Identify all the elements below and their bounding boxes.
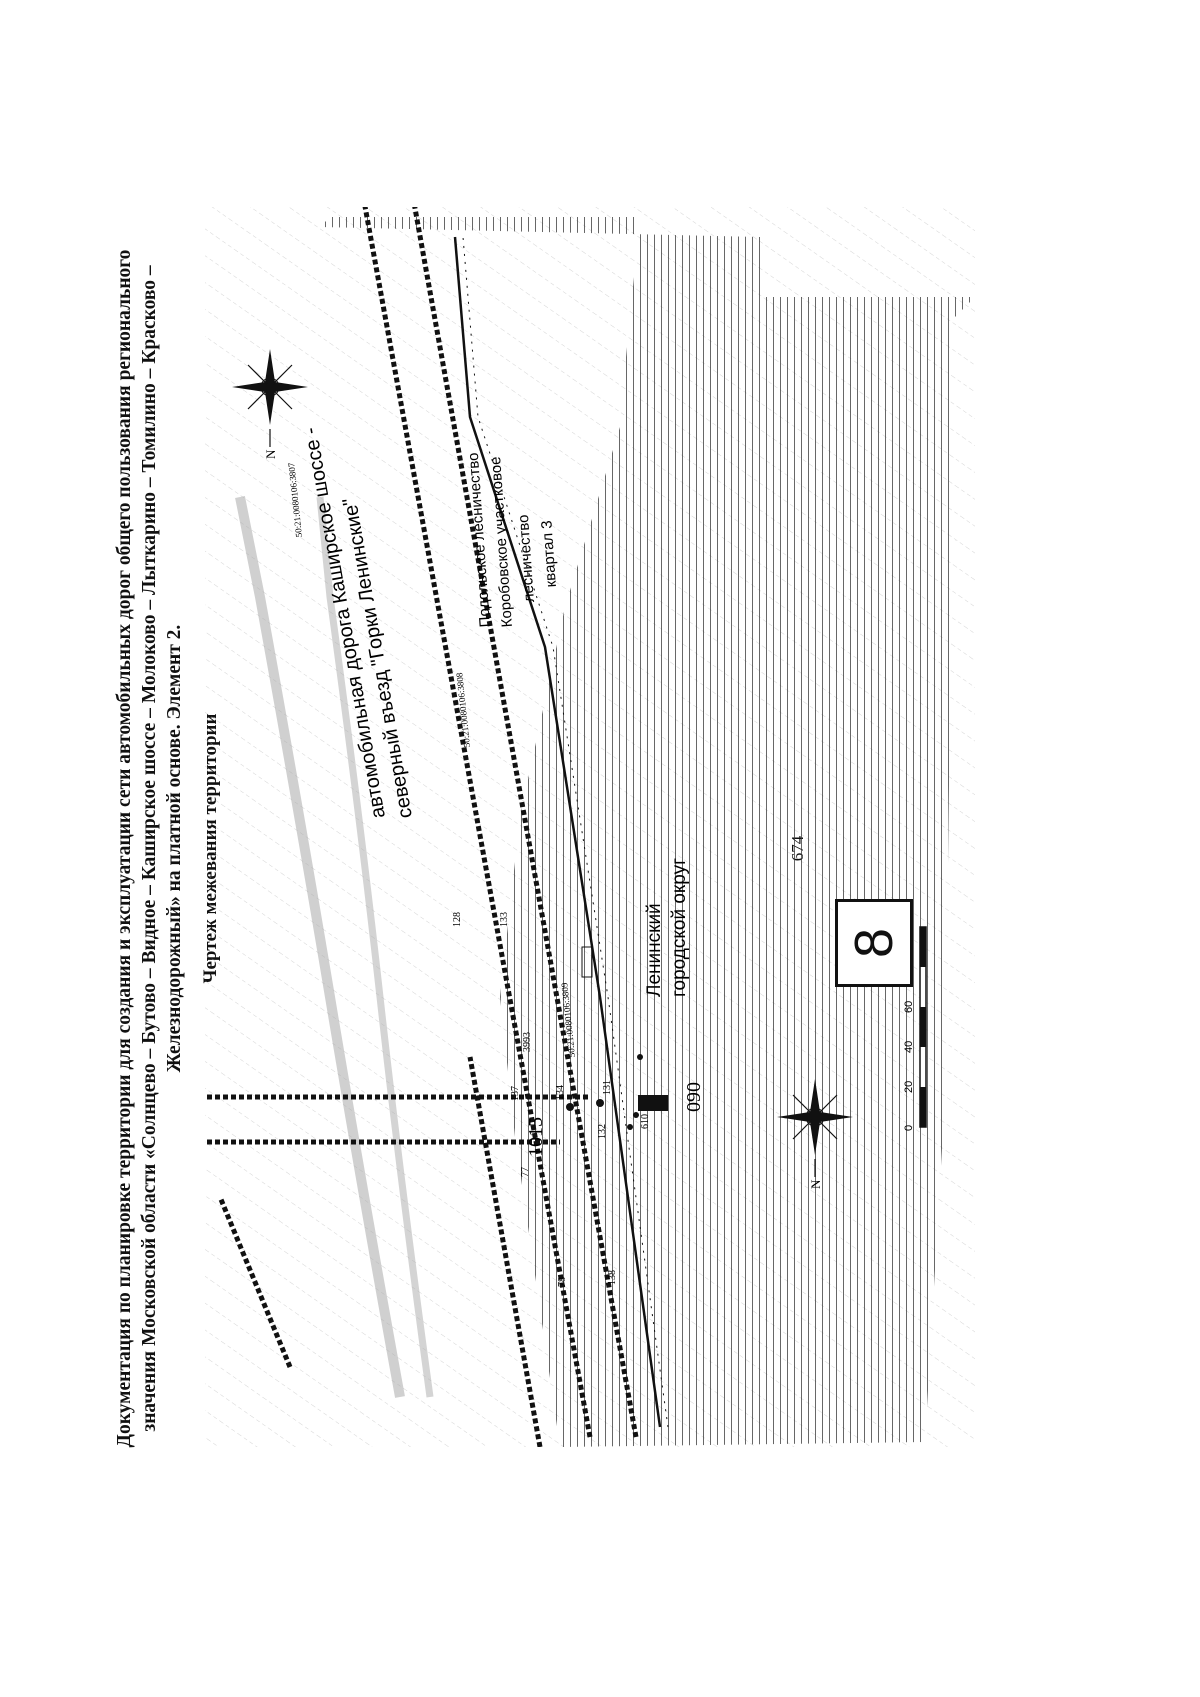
point-number: 128 — [452, 912, 463, 927]
scale-tick: 40 — [903, 1041, 915, 1053]
compass-rose-icon: N — [777, 1079, 853, 1189]
point-number: 138 — [607, 1270, 618, 1285]
sheet-number: 8 — [844, 927, 904, 959]
district-label-line-2: городской округ — [669, 858, 690, 997]
point-number: 610 — [640, 1114, 651, 1129]
district-label-line-1: Ленинский — [644, 903, 665, 997]
grey-strip-1 — [235, 496, 405, 1398]
point-marker — [637, 1054, 643, 1060]
north-label: N — [263, 449, 278, 459]
road-boundary-2 — [392, 207, 639, 1438]
grey-strip-2 — [316, 496, 434, 1398]
plot-boundary-ticks — [462, 236, 669, 1428]
side-road-boundary — [217, 1196, 293, 1368]
north-label: N — [808, 1179, 823, 1189]
sheet-number-frame: 8 — [835, 899, 913, 987]
point-marker — [566, 1103, 574, 1111]
point-number: 131 — [602, 1080, 613, 1095]
forest-hatch-area — [320, 217, 975, 1447]
parcel-number-1015: 1015 — [525, 1117, 547, 1157]
point-marker — [633, 1112, 639, 1118]
road-boundary-3 — [467, 1056, 543, 1447]
road-boundary-1 — [342, 207, 593, 1438]
point-number: 137 — [510, 1086, 521, 1101]
parcel-number-090: 090 — [683, 1082, 705, 1112]
point-number: 134 — [555, 1085, 566, 1100]
point-number: 78 — [557, 1277, 568, 1287]
plot-boundary — [453, 236, 662, 1428]
scale-tick: 60 — [903, 1001, 915, 1013]
point-number: 3993 — [522, 1032, 533, 1052]
point-marker — [596, 1099, 604, 1107]
cadastral-box — [581, 946, 593, 978]
point-number: 133 — [499, 912, 510, 927]
small-plot-block — [638, 1095, 668, 1111]
forest-label-line-4: квартал 3 — [538, 520, 560, 588]
scale-tick: 20 — [903, 1081, 915, 1093]
point-number: 77 — [520, 1167, 531, 1177]
point-number: 132 — [597, 1124, 608, 1139]
compass-rose-icon: N — [232, 349, 308, 459]
scale-tick: 0 — [903, 1125, 915, 1131]
point-marker — [627, 1124, 633, 1130]
forest-label-line-3: лесничество — [515, 514, 538, 603]
